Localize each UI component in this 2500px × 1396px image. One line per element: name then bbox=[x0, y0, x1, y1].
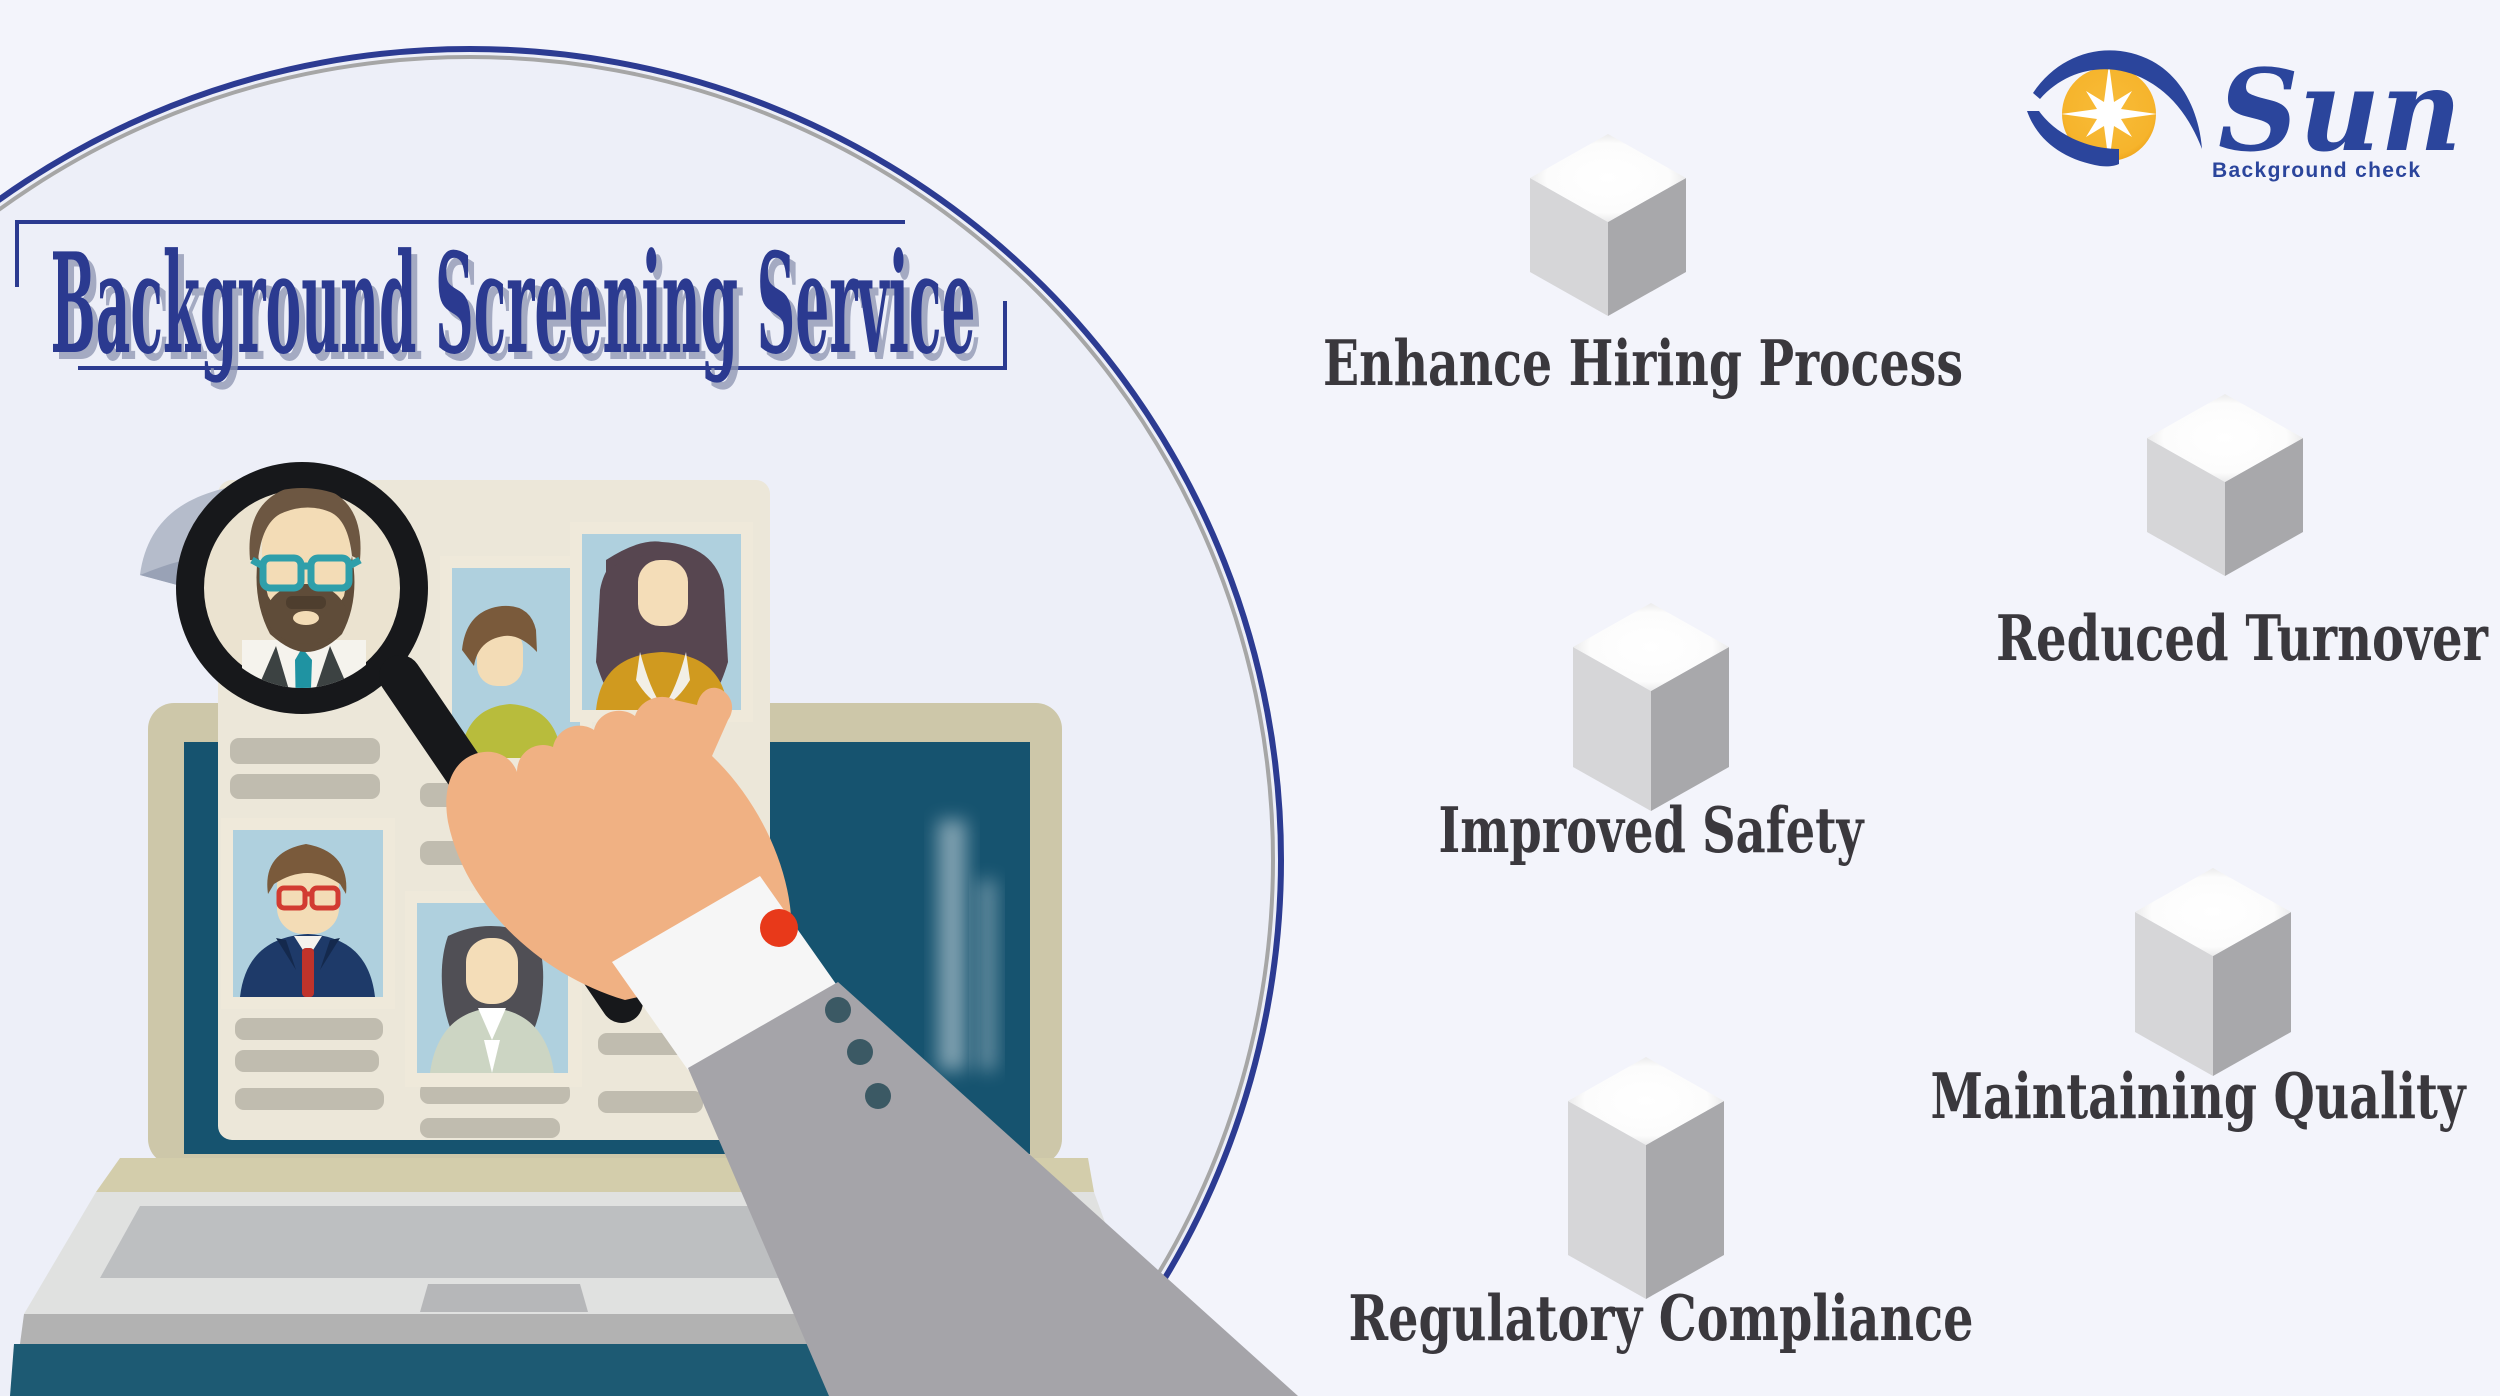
candidate-photo bbox=[405, 891, 582, 1087]
sleeve-buttons bbox=[825, 997, 891, 1109]
logo-name: Sun bbox=[2218, 46, 2462, 177]
benefit-label: Improved Safety bbox=[1439, 793, 1866, 867]
benefit-label: Reduced Turnover bbox=[1996, 601, 2489, 675]
sun-logo: Sun Background check bbox=[2027, 46, 2462, 182]
trackpad bbox=[420, 1284, 588, 1312]
cuff-button bbox=[760, 909, 798, 947]
benefits-list: Enhance Hiring Process Reduced Turnover … bbox=[1323, 134, 2489, 1355]
magnified-candidate bbox=[242, 488, 366, 688]
benefit-label: Regulatory Compliance bbox=[1349, 1281, 1974, 1355]
page-title: Background Screening Service bbox=[51, 222, 976, 385]
page-title-shadow: Background Screening Service bbox=[57, 229, 982, 392]
candidate-photo bbox=[570, 522, 753, 722]
suit-sleeve bbox=[612, 876, 1298, 1396]
title-block: Background Screening Service Background … bbox=[15, 220, 1007, 392]
benefit-label: Maintaining Quality bbox=[1931, 1059, 2468, 1133]
logo-tagline: Background check bbox=[2212, 159, 2420, 182]
benefit-label: Enhance Hiring Process bbox=[1323, 326, 1963, 400]
candidate-photo bbox=[221, 818, 395, 1009]
circle-shadow-ring bbox=[0, 55, 1275, 1396]
title-bracket-lines bbox=[15, 220, 1007, 370]
eye-with-sunburst-icon bbox=[2027, 50, 2202, 167]
